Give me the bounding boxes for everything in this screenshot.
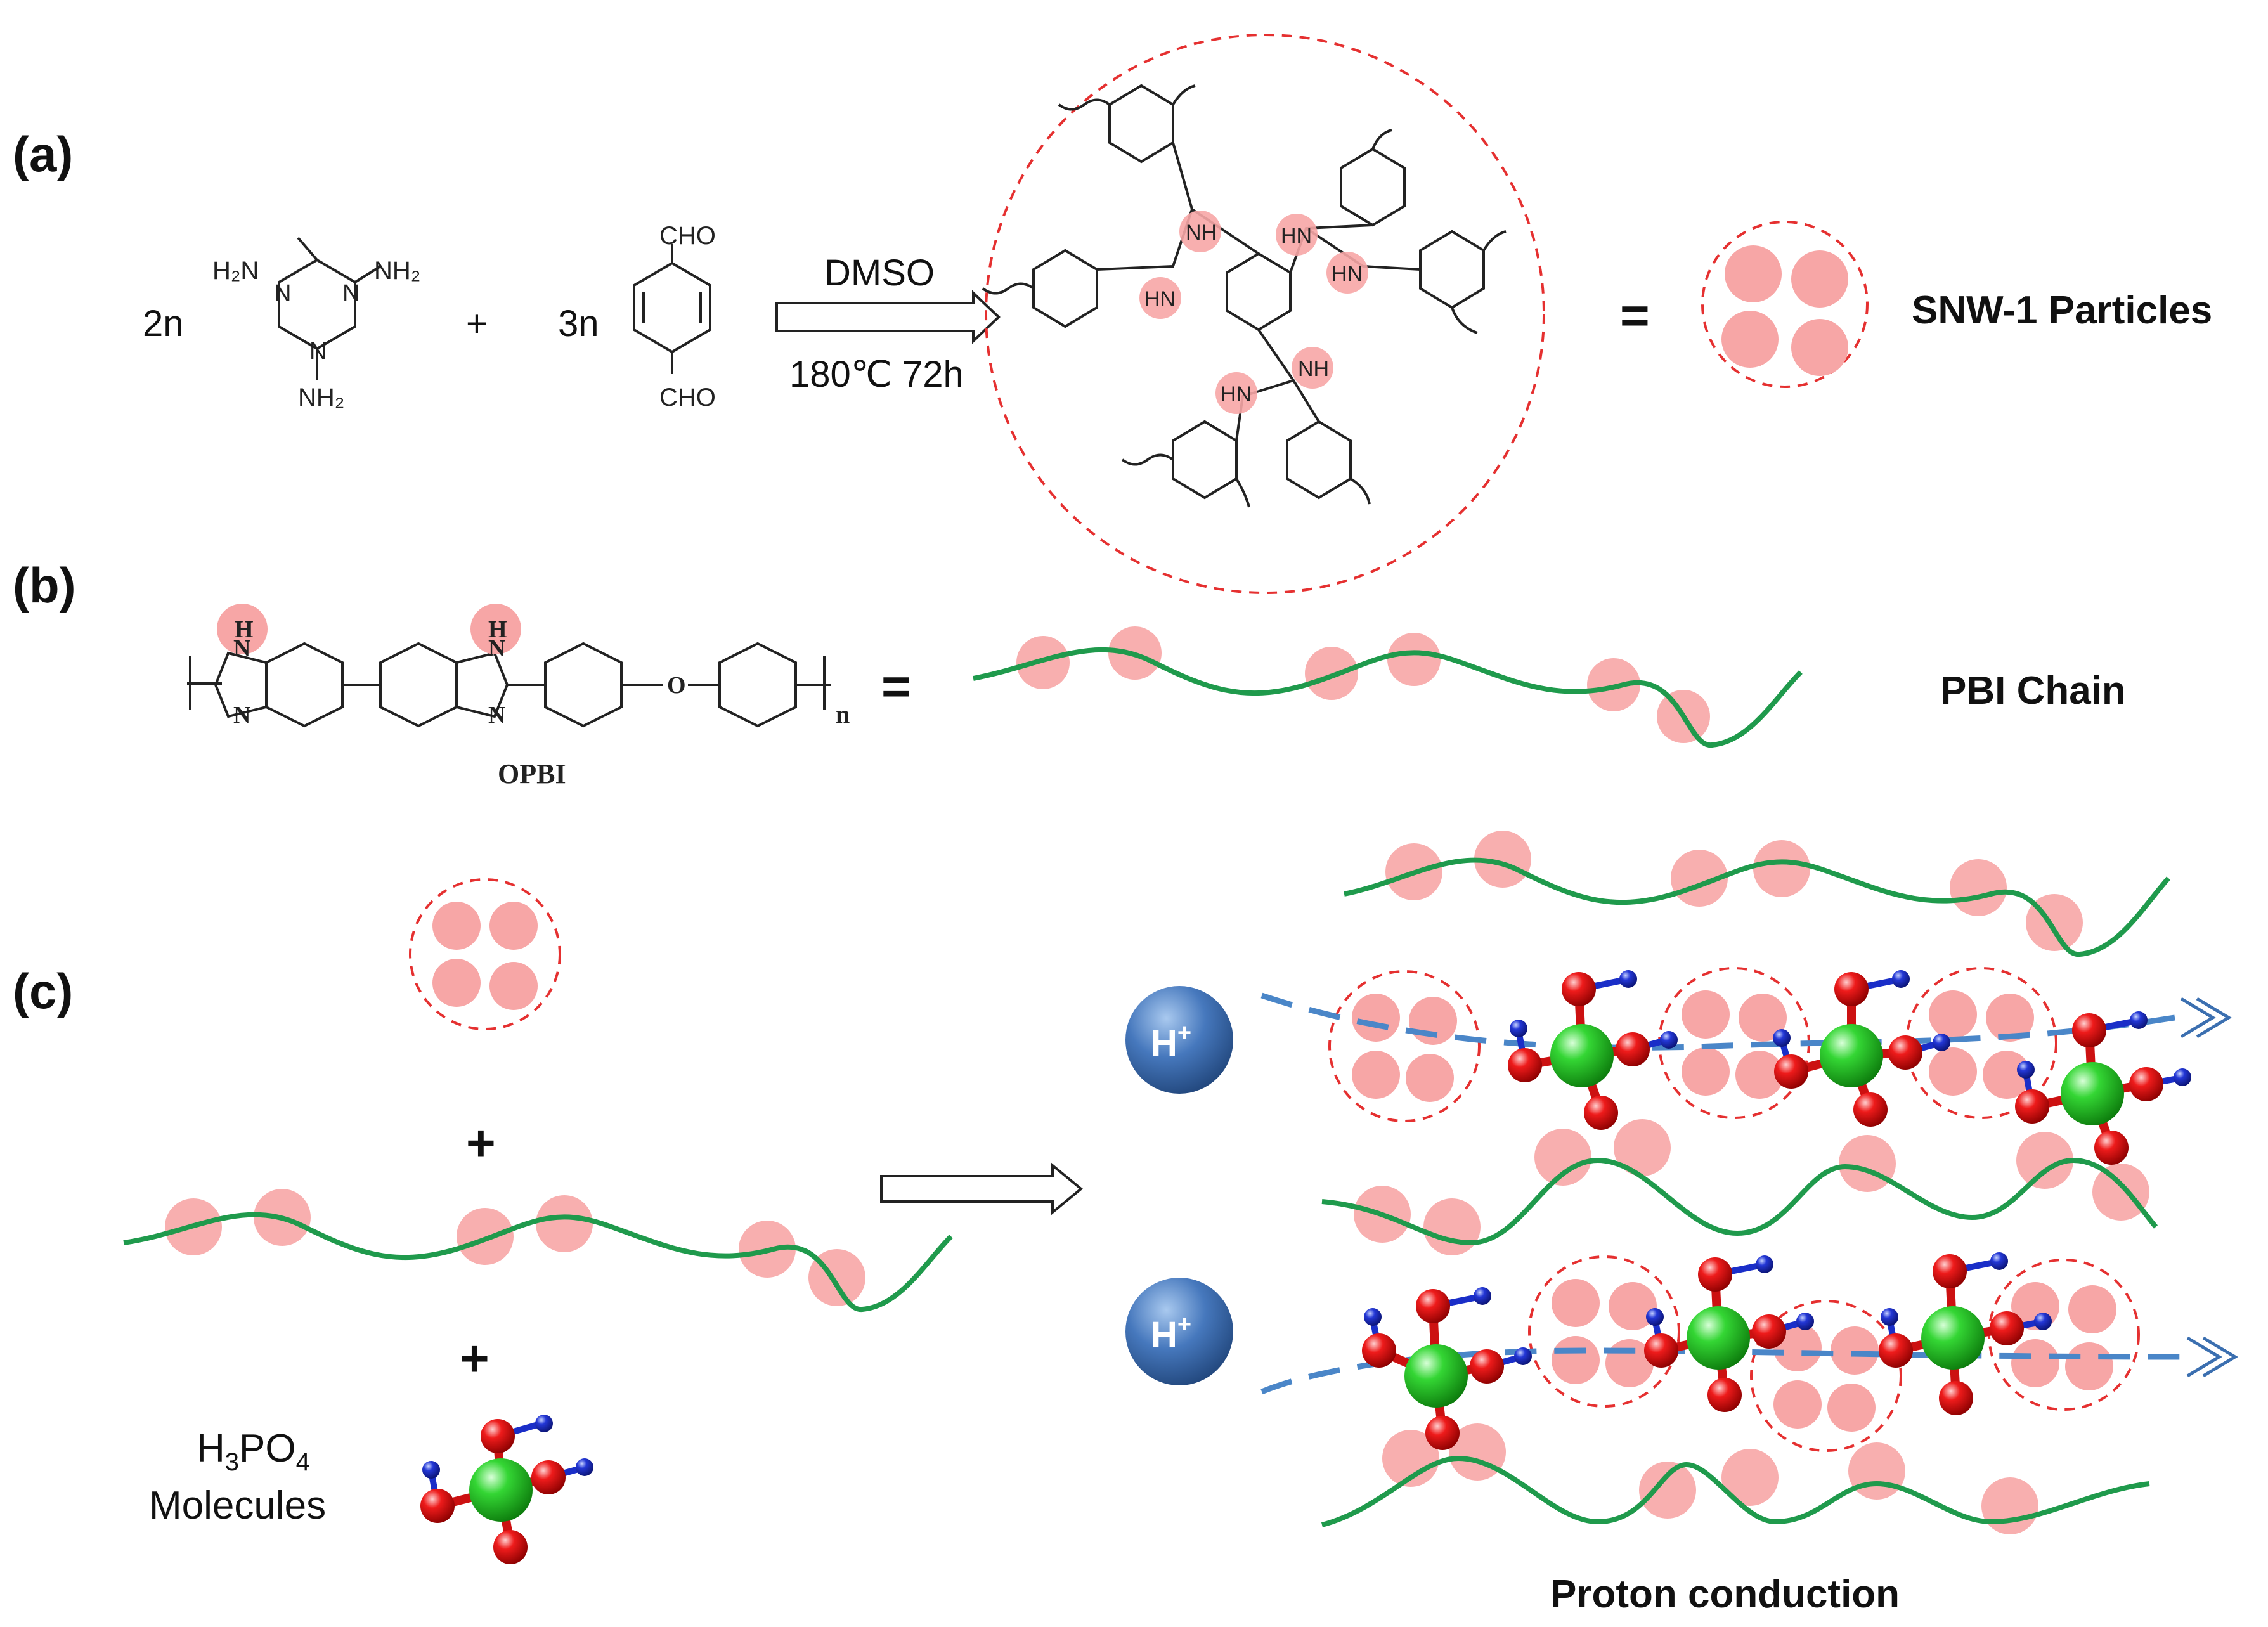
melamine-nh2-right: NH₂ xyxy=(374,257,420,285)
proton-pathway-lower xyxy=(1260,1347,2182,1395)
imidazole-nh-highlight xyxy=(470,604,521,654)
proton-sphere xyxy=(1125,986,1233,1094)
terephthalaldehyde-structure xyxy=(633,244,711,374)
h3po4-formula: H3PO4 xyxy=(197,1427,310,1476)
opbi-label: OPBI xyxy=(498,758,566,789)
solvent-label: DMSO xyxy=(824,252,935,294)
nh-label: H xyxy=(488,616,507,643)
plus-sign: + xyxy=(460,1330,489,1387)
imidazole-n-label: N xyxy=(233,702,250,729)
network-nh-label: HN xyxy=(1144,287,1176,311)
melamine-nh2-left: H₂N xyxy=(212,257,259,285)
network-nh-label: HN xyxy=(1281,224,1312,248)
opbi-structure xyxy=(187,642,831,728)
proton-sphere xyxy=(1125,1278,1233,1385)
panel-c-label: (c) xyxy=(13,963,73,1019)
snw1-particles-composite xyxy=(1328,967,2140,1452)
panel-b-label: (b) xyxy=(13,557,76,613)
ring-n-label: N xyxy=(309,338,327,365)
network-nh-label: NH xyxy=(1298,357,1329,381)
proton-conduction-label: Proton conduction xyxy=(1550,1572,1900,1616)
snw1-particle-icon xyxy=(1701,221,1869,388)
h3po4-molecule xyxy=(420,1415,593,1564)
pathway-chevron xyxy=(2186,1336,2238,1378)
network-boundary xyxy=(985,34,1545,594)
pbi-chain xyxy=(1321,1423,2150,1534)
h3po4-molecules-label: Molecules xyxy=(149,1484,326,1527)
nh-label: H xyxy=(235,616,254,643)
network-nh-label: HN xyxy=(1332,262,1363,286)
cho-bottom: CHO xyxy=(659,384,716,412)
aldehyde-coefficient: 3n xyxy=(558,303,599,344)
imidazole-n-label: N xyxy=(233,635,250,662)
proton-label: H+ xyxy=(1151,1311,1191,1356)
network-nh-label: HN xyxy=(1221,382,1252,406)
ring-n-label: N xyxy=(274,280,291,307)
snw1-particle-icon xyxy=(409,878,561,1030)
ring-n-label: N xyxy=(342,280,360,307)
snw1-label: SNW-1 Particles xyxy=(1912,288,2212,332)
conditions-label: 180℃ 72h xyxy=(789,354,964,395)
panel-a-label: (a) xyxy=(13,126,73,182)
reaction-arrow xyxy=(775,290,1001,344)
imidazole-nh-highlight xyxy=(217,604,268,654)
pathway-chevron xyxy=(2180,997,2232,1039)
equals-sign: = xyxy=(1620,287,1650,344)
plus-sign: + xyxy=(466,303,488,344)
ether-oxygen-label: O xyxy=(667,672,686,699)
melamine-nh2-bottom: NH₂ xyxy=(298,384,344,412)
pbi-chain xyxy=(1321,1119,2158,1255)
pbi-chain-icon xyxy=(973,626,1803,748)
proton-label: H+ xyxy=(1151,1020,1191,1064)
pbi-chain-icon xyxy=(123,1189,953,1313)
h3po4-molecules-composite xyxy=(1362,970,2191,1450)
process-arrow xyxy=(880,1162,1084,1215)
melamine-structure xyxy=(278,237,382,380)
network-structure xyxy=(982,84,1507,508)
network-nh-label: NH xyxy=(1186,221,1217,245)
proton-pathway-upper xyxy=(1260,992,2175,1051)
melamine-coefficient: 2n xyxy=(143,303,184,344)
equals-sign: = xyxy=(881,658,911,715)
cho-top: CHO xyxy=(659,222,716,250)
repeat-subscript: n xyxy=(836,700,850,729)
plus-sign: + xyxy=(466,1115,496,1171)
pbi-chain-label: PBI Chain xyxy=(1940,669,2126,713)
pbi-chain xyxy=(1344,831,2170,957)
imidazole-n-label: N xyxy=(488,635,505,662)
imidazole-n-label: N xyxy=(488,702,505,729)
network-nh-highlights xyxy=(1139,211,1368,414)
